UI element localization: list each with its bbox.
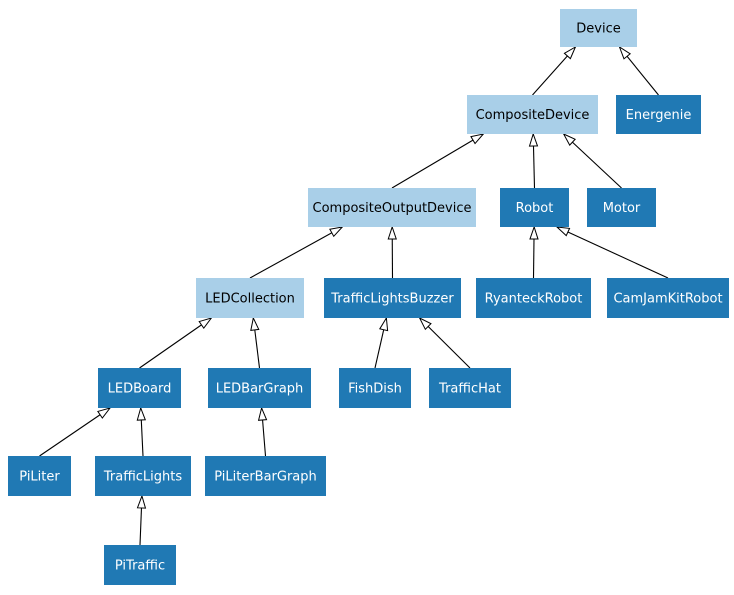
- class-node-box: [205, 456, 326, 496]
- class-node-CompositeDevice[interactable]: CompositeDevice: [467, 95, 598, 134]
- inheritance-edge-CompositeDevice-to-Device: [532, 47, 576, 96]
- class-node-TrafficLightsBuzzer[interactable]: TrafficLightsBuzzer: [324, 278, 461, 318]
- class-node-box: [8, 456, 71, 496]
- class-node-Device[interactable]: Device: [560, 9, 637, 47]
- class-node-box: [500, 188, 569, 227]
- class-node-CamJamKitRobot[interactable]: CamJamKitRobot: [607, 278, 729, 318]
- class-node-TrafficHat[interactable]: TrafficHat: [429, 368, 511, 408]
- inheritance-edge-FishDish-to-TrafficLightsBuzzer: [374, 318, 386, 369]
- inheritance-edge-TrafficLights-to-LEDBoard: [141, 408, 143, 457]
- class-node-label: Device: [576, 22, 620, 37]
- class-node-box: [104, 545, 176, 585]
- class-node-Robot[interactable]: Robot: [500, 188, 569, 227]
- class-node-label: LEDBarGraph: [216, 382, 304, 397]
- inheritance-edge-RyanteckRobot-to-Robot: [534, 227, 535, 279]
- class-node-box: [308, 188, 476, 227]
- class-node-label: LEDBoard: [108, 382, 172, 397]
- inheritance-edge-PiLiter-to-LEDBoard: [39, 408, 111, 457]
- inheritance-edge-CompositeOutputDevice-to-CompositeDevice: [391, 134, 483, 189]
- inheritance-edge-CamJamKitRobot-to-Robot: [557, 227, 669, 279]
- class-node-TrafficLights[interactable]: TrafficLights: [95, 456, 191, 496]
- class-node-box: [208, 368, 311, 408]
- class-node-PiLiterBarGraph[interactable]: PiLiterBarGraph: [205, 456, 326, 496]
- class-node-label: TrafficLights: [103, 470, 183, 485]
- class-node-box: [587, 188, 656, 227]
- class-node-box: [560, 9, 637, 47]
- inheritance-edge-LEDBoard-to-LEDCollection: [139, 318, 212, 369]
- class-node-label: PiTraffic: [115, 559, 165, 574]
- class-node-box: [324, 278, 461, 318]
- class-node-label: Energenie: [626, 108, 692, 123]
- inheritance-edge-TrafficHat-to-TrafficLightsBuzzer: [420, 318, 471, 369]
- inheritance-edge-LEDCollection-to-CompositeOutputDevice: [249, 227, 342, 279]
- class-node-RyanteckRobot[interactable]: RyanteckRobot: [476, 278, 591, 318]
- class-node-label: CompositeDevice: [476, 108, 590, 123]
- class-node-label: Motor: [603, 201, 641, 216]
- class-node-LEDBoard[interactable]: LEDBoard: [98, 368, 181, 408]
- class-node-box: [95, 456, 191, 496]
- class-node-label: RyanteckRobot: [485, 292, 583, 307]
- class-node-label: CompositeOutputDevice: [313, 201, 472, 216]
- class-node-box: [467, 95, 598, 134]
- class-node-box: [196, 278, 304, 318]
- class-node-Motor[interactable]: Motor: [587, 188, 656, 227]
- class-node-FishDish[interactable]: FishDish: [339, 368, 411, 408]
- class-node-label: PiLiterBarGraph: [214, 470, 317, 485]
- class-node-Energenie[interactable]: Energenie: [616, 95, 701, 134]
- class-node-PiTraffic[interactable]: PiTraffic: [104, 545, 176, 585]
- inheritance-edge-Energenie-to-Device: [620, 47, 659, 96]
- class-node-box: [429, 368, 511, 408]
- inheritance-edge-PiLiterBarGraph-to-LEDBarGraph: [262, 408, 266, 457]
- class-node-label: LEDCollection: [205, 292, 295, 307]
- edges-layer: [39, 47, 669, 546]
- class-node-box: [476, 278, 591, 318]
- inheritance-edge-PiTraffic-to-TrafficLights: [140, 496, 142, 546]
- class-node-label: CamJamKitRobot: [613, 292, 722, 307]
- class-node-CompositeOutputDevice[interactable]: CompositeOutputDevice: [308, 188, 476, 227]
- inheritance-edge-LEDBarGraph-to-LEDCollection: [253, 318, 261, 369]
- class-node-label: Robot: [516, 201, 554, 216]
- class-node-PiLiter[interactable]: PiLiter: [8, 456, 71, 496]
- class-node-label: TrafficHat: [438, 382, 501, 397]
- class-node-label: TrafficLightsBuzzer: [330, 292, 454, 307]
- class-node-LEDCollection[interactable]: LEDCollection: [196, 278, 304, 318]
- class-node-label: FishDish: [348, 382, 402, 397]
- inheritance-edge-Motor-to-CompositeDevice: [564, 134, 622, 189]
- class-node-box: [98, 368, 181, 408]
- class-node-box: [607, 278, 729, 318]
- class-node-box: [616, 95, 701, 134]
- inheritance-edge-Robot-to-CompositeDevice: [533, 134, 534, 189]
- class-node-label: PiLiter: [19, 470, 60, 485]
- class-node-LEDBarGraph[interactable]: LEDBarGraph: [208, 368, 311, 408]
- class-node-box: [339, 368, 411, 408]
